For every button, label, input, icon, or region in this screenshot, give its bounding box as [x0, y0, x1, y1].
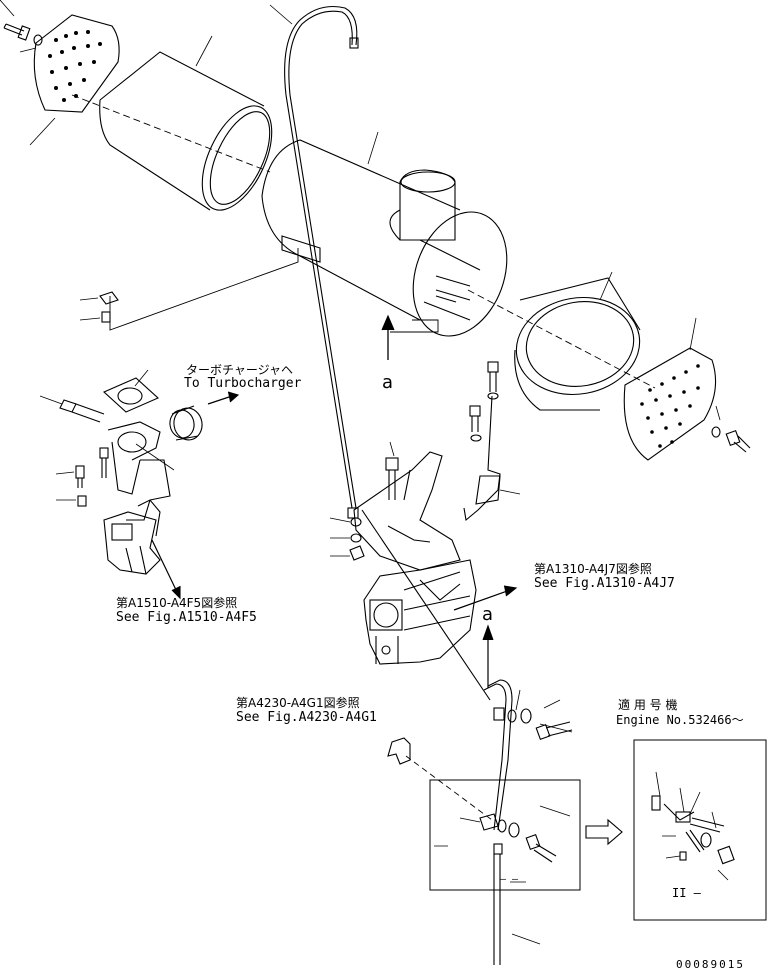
- engine-housing: [363, 559, 477, 665]
- detail-mark-left: – –: [500, 874, 519, 885]
- small-bracket: [387, 737, 411, 765]
- detail-arrow: [585, 818, 623, 846]
- ref-a1510-ja: 第A1510-A4F5図参照: [116, 596, 238, 610]
- ref-a4230-ja: 第A4230-A4G1図参照: [236, 696, 360, 710]
- bolt-vertical-center: [385, 457, 399, 500]
- gauge-cable: [284, 5, 359, 509]
- turbo-note-ja: ターボチャージャヘ: [186, 363, 294, 377]
- ref-a1310-ja: 第A1310-A4J7図参照: [534, 562, 652, 576]
- detail-box-left: [429, 779, 581, 891]
- shell-left: [99, 51, 273, 211]
- ref-a1510-en: See Fig.A1510-A4F5: [116, 610, 257, 625]
- support-arm-right: [463, 395, 501, 522]
- drawing-number: 00089015: [676, 958, 745, 971]
- detail-box-right: [633, 739, 767, 921]
- muffler-body: [261, 139, 508, 337]
- support-bracket: [347, 451, 461, 571]
- bolt-adapter-left: [59, 399, 105, 423]
- washers-center-left: [349, 517, 365, 561]
- stud-bolt-pair: [75, 447, 109, 507]
- applicable-en: Engine No.532466～: [616, 713, 744, 727]
- end-plate-right: [623, 347, 717, 461]
- end-plate-left: [33, 14, 120, 113]
- bolt-top-left: [3, 23, 43, 46]
- turbo-note-en: To Turbocharger: [184, 376, 302, 391]
- view-mark-upper: a: [382, 372, 394, 393]
- nut-pair-upper-left: [99, 291, 119, 323]
- ref-a4230-en: See Fig.A4230-A4G1: [236, 710, 377, 725]
- exhaust-manifold: [103, 499, 161, 575]
- view-mark-lower: a: [482, 604, 494, 625]
- bolt-upper-right: [469, 361, 499, 442]
- clamp-band: [169, 405, 203, 441]
- ref-a1310-en: See Fig.A1310-A4J7: [534, 576, 675, 591]
- shell-right: [514, 277, 641, 411]
- detail-mark-right: II –: [672, 886, 701, 900]
- gasket-turbo: [103, 377, 159, 413]
- dipstick-guide: [361, 509, 532, 831]
- applicable-ja: 適 用 号 機: [618, 698, 678, 712]
- bolt-right: [711, 426, 751, 453]
- detail-left-parts: [479, 813, 557, 965]
- detail-right-parts: [651, 795, 735, 865]
